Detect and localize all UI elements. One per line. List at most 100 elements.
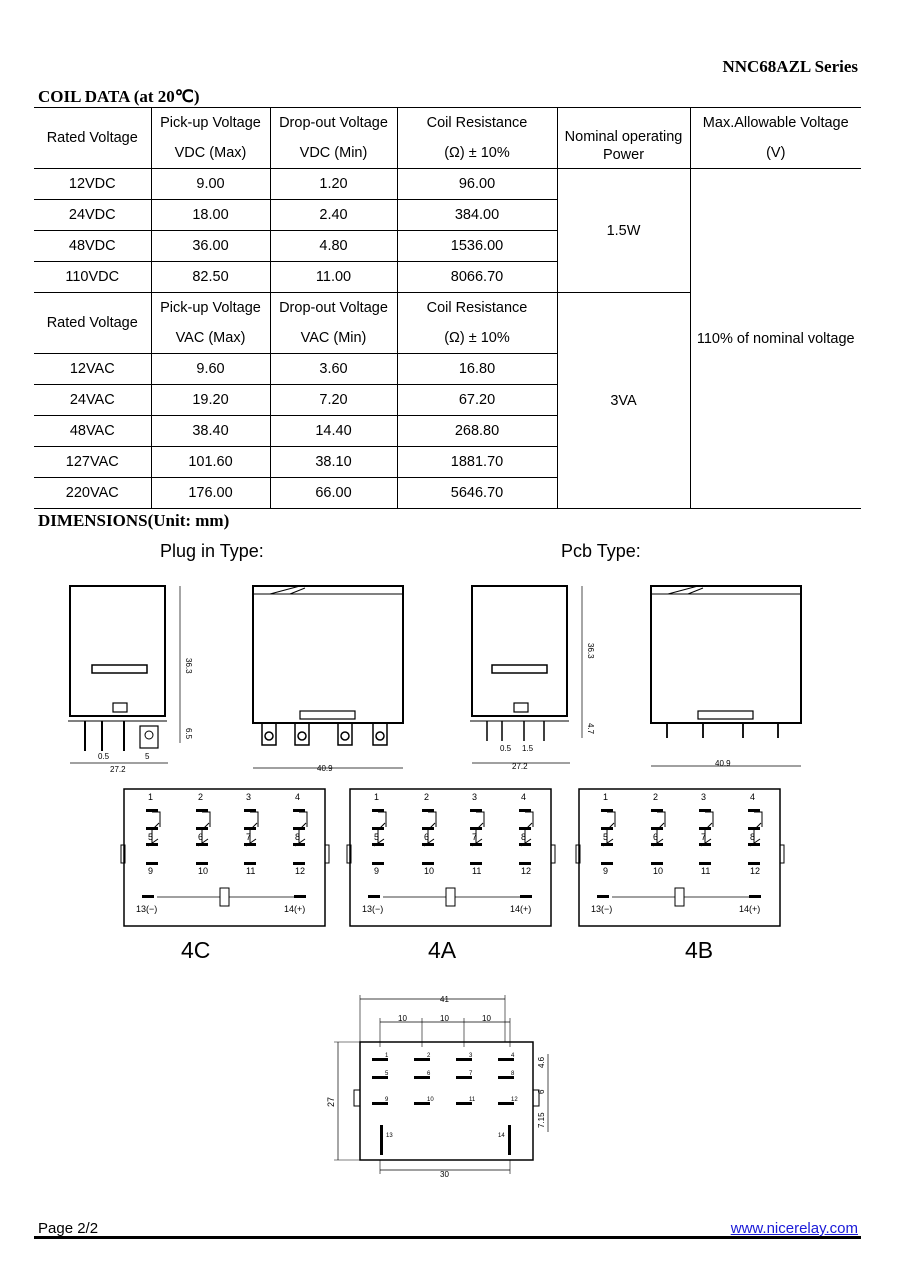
footprint-pin-label: 8 <box>511 1071 515 1077</box>
header-max-voltage: Max.Allowable Voltage(V) <box>689 107 861 169</box>
pin-label-4: 4 <box>750 792 755 802</box>
variant-label-4a: 4A <box>428 937 457 963</box>
pin-label-11: 11 <box>472 866 481 876</box>
pin-label-5: 5 <box>603 832 608 842</box>
coil-minus-label: 13(−) <box>362 904 383 914</box>
pin-label-4: 4 <box>295 792 300 802</box>
pin-pad <box>470 827 482 830</box>
header-nominal-power: Nominal operating Power <box>556 107 690 169</box>
pin-label-10: 10 <box>198 866 208 876</box>
footprint-pin-label: 14 <box>498 1133 505 1139</box>
footprint-pin <box>372 1058 388 1061</box>
footprint-pin <box>456 1102 472 1105</box>
contact-symbol <box>147 811 161 847</box>
pin-label-4: 4 <box>521 792 526 802</box>
coil-pad-plus <box>294 895 306 898</box>
header-max-voltage-line1: Max.Allowable Voltage <box>702 115 849 131</box>
coil-pad-minus <box>597 895 609 898</box>
footprint-pin-label: 6 <box>427 1071 431 1077</box>
pin-pad <box>293 843 305 846</box>
ac-row-0-col-3: 16.80 <box>396 353 557 385</box>
footprint-pin-label: 1 <box>385 1053 389 1059</box>
pin-pad <box>699 827 711 830</box>
dc-row-3-col-2: 11.00 <box>269 261 397 293</box>
pin-label-2: 2 <box>424 792 429 802</box>
footprint-pin <box>498 1076 514 1079</box>
footprint-pin <box>372 1102 388 1105</box>
ac-row-2-col-0: 48VAC <box>34 415 151 447</box>
pin-pad <box>699 809 711 812</box>
footprint-pin-label: 3 <box>469 1053 473 1059</box>
pin-pad <box>651 862 663 865</box>
dc-row-2-col-1: 36.00 <box>150 230 270 262</box>
coil-pad-minus <box>142 895 154 898</box>
footprint-pin-label: 2 <box>427 1053 431 1059</box>
coil-minus-label: 13(−) <box>136 904 157 914</box>
pin-label-11: 11 <box>246 866 255 876</box>
pin-label-2: 2 <box>198 792 203 802</box>
website-link[interactable]: www.nicerelay.com <box>730 1220 858 1237</box>
footprint-pin <box>372 1076 388 1079</box>
pin-label-8: 8 <box>521 832 526 842</box>
pin-label-9: 9 <box>374 866 379 876</box>
pin-pad <box>651 843 663 846</box>
header-coil-resistance-line1: Coil Resistance <box>426 115 528 131</box>
pin-pad <box>196 809 208 812</box>
plug-front-drawing: 36.3 6.5 0.5 5 27.2 <box>68 585 193 774</box>
pin-pad <box>146 862 158 865</box>
variant-label-4c: 4C <box>181 937 211 963</box>
pin-pad <box>372 843 384 846</box>
pin-label-10: 10 <box>424 866 434 876</box>
schematic-tab-left <box>575 844 581 864</box>
pin-pad <box>244 809 256 812</box>
header-coil-resistance-line2: (Ω) ± 10% <box>444 145 510 161</box>
pcb-height-dim: 36.3 <box>586 643 595 659</box>
pcb-width-dim: 27.2 <box>512 762 528 771</box>
pin-pad <box>422 843 434 846</box>
header-rated-voltage: Rated Voltage <box>34 107 151 169</box>
footprint-pin-label: 11 <box>469 1097 476 1103</box>
pin-label-7: 7 <box>472 832 477 842</box>
ac-row-3-col-2: 38.10 <box>269 446 397 478</box>
schematic-tab-right <box>324 844 330 864</box>
series-title: NNC68AZL Series <box>722 57 858 76</box>
pin-pad <box>748 809 760 812</box>
bottom-base-dim: 30 <box>440 1170 449 1179</box>
pin-pad <box>519 862 531 865</box>
pin-label-2: 2 <box>653 792 658 802</box>
pin-label-7: 7 <box>701 832 706 842</box>
dc-row-1-col-0: 24VDC <box>34 199 151 231</box>
pin-pad <box>470 843 482 846</box>
ac-row-4-col-0: 220VAC <box>34 477 151 509</box>
pin-pad <box>699 843 711 846</box>
coil-plus-label: 14(+) <box>284 904 305 914</box>
ac-row-4-col-2: 66.00 <box>269 477 397 509</box>
footprint-pin <box>498 1058 514 1061</box>
bottom-overall-dim: 41 <box>440 995 449 1004</box>
footprint-coil-pin-14 <box>508 1125 511 1155</box>
ac-row-3-col-0: 127VAC <box>34 446 151 478</box>
pin-pad <box>519 827 531 830</box>
contact-symbol <box>652 811 666 847</box>
header-dropout-vdc-line2: VDC (Min) <box>299 145 368 161</box>
footprint-pin <box>456 1058 472 1061</box>
bottom-v2-dim: 6 <box>537 1089 546 1094</box>
pin-pad <box>146 827 158 830</box>
contact-symbol <box>197 811 211 847</box>
header-coil-resistance: Coil Resistance (Ω) ± 10% <box>396 107 557 169</box>
schematic-tab-right <box>779 844 785 864</box>
pin-pad <box>293 862 305 865</box>
pin-pad <box>196 843 208 846</box>
pin-label-6: 6 <box>424 832 429 842</box>
contact-symbol <box>294 811 308 847</box>
coil-minus-label: 13(−) <box>591 904 612 914</box>
ac-row-1-col-1: 19.20 <box>150 384 270 416</box>
footprint-pin <box>414 1102 430 1105</box>
pcb-w2-dim: 1.5 <box>522 744 534 753</box>
ac-row-0-col-0: 12VAC <box>34 353 151 385</box>
ac-row-3-col-3: 1881.70 <box>396 446 557 478</box>
